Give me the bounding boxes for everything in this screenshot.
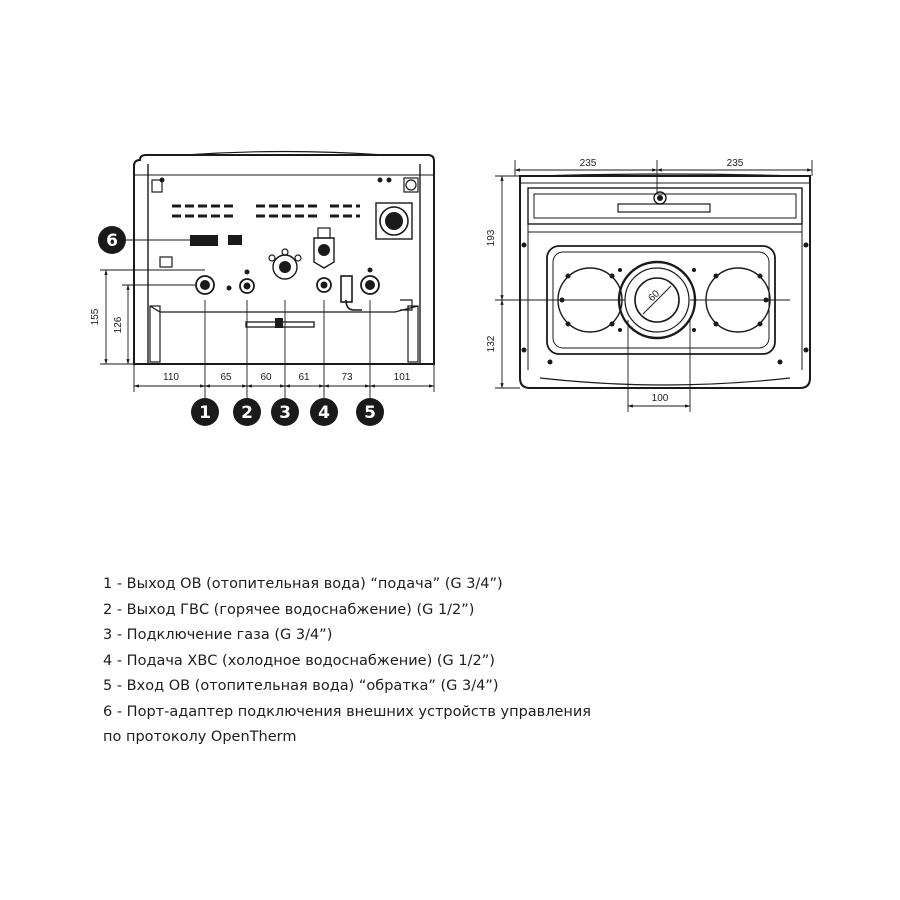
boiler-bottom-view: [133, 150, 435, 365]
svg-text:2: 2: [241, 403, 253, 423]
legend-item-4: 4 - Подача ХВС (холодное водоснабжение) …: [103, 652, 495, 669]
dim-193: 193: [486, 229, 497, 246]
callout-5: 5: [356, 398, 384, 426]
legend-item-6-continued: по протоколу OpenTherm: [103, 729, 297, 745]
callout-1: 1: [191, 398, 219, 426]
svg-text:1: 1: [199, 403, 211, 423]
left-view-dimension-lines: [100, 239, 435, 398]
dim-73: 73: [341, 372, 353, 383]
dim-61: 61: [298, 372, 310, 383]
legend-item-6: 6 - Порт-адаптер подключения внешних уст…: [103, 703, 592, 720]
dim-101: 101: [394, 372, 411, 383]
legend-item-1: 1 - Выход ОВ (отопительная вода) “подача…: [103, 576, 503, 592]
dim-65: 65: [220, 372, 232, 383]
legend: 1 - Выход ОВ (отопительная вода) “подача…: [103, 572, 743, 751]
dim-235-right: 235: [727, 158, 744, 169]
callouts: 1 2 3 4 5 6: [98, 226, 384, 426]
dim-235-left: 235: [580, 158, 597, 169]
dim-110: 110: [163, 372, 179, 383]
svg-text:4: 4: [318, 403, 330, 423]
svg-text:6: 6: [106, 231, 118, 251]
svg-text:3: 3: [279, 403, 291, 423]
legend-item-2: 2 - Выход ГВС (горячее водоснабжение) (G…: [103, 601, 475, 618]
dim-132: 132: [486, 335, 497, 352]
boiler-top-view: [519, 173, 811, 389]
callout-6: 6: [98, 226, 126, 254]
callout-2: 2: [233, 398, 261, 426]
legend-item-3: 3 - Подключение газа (G 3/4”): [103, 627, 333, 643]
callout-4: 4: [310, 398, 338, 426]
dim-126: 126: [113, 316, 124, 333]
callout-3: 3: [271, 398, 299, 426]
dim-60: 60: [260, 372, 272, 383]
dim-100: 100: [652, 393, 669, 404]
legend-item-5: 5 - Вход ОВ (отопительная вода) “обратка…: [103, 678, 499, 694]
svg-text:5: 5: [364, 403, 376, 423]
flue-diameter-label: 60: [646, 288, 662, 304]
right-view-dimension-lines: [495, 160, 813, 412]
dim-155: 155: [90, 308, 101, 325]
